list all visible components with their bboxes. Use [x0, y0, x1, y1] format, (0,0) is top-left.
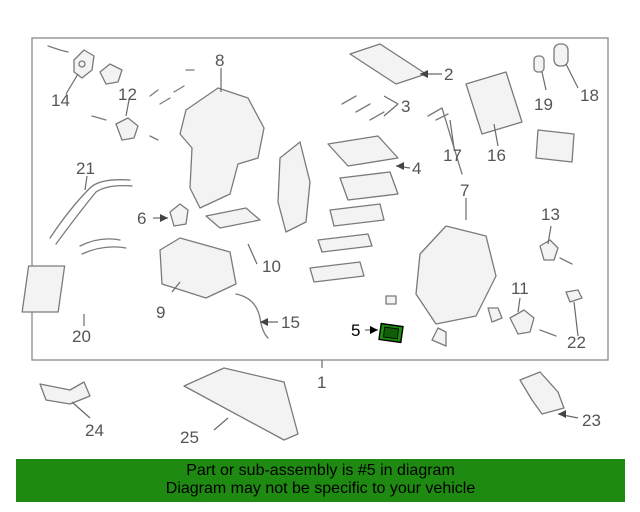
seal-panel	[277, 141, 311, 233]
part-9[interactable]	[159, 237, 237, 299]
clip-group	[149, 69, 195, 141]
callout-22: 22	[567, 333, 586, 352]
part-2[interactable]	[349, 43, 427, 85]
callout-19: 19	[534, 95, 553, 114]
part-15[interactable]	[235, 293, 269, 339]
part-19[interactable]	[533, 55, 545, 73]
part-16[interactable]	[465, 71, 523, 135]
small-clip-c	[487, 307, 503, 323]
banner-line-2: Diagram may not be specific to your vehi…	[165, 480, 476, 497]
part-12[interactable]	[91, 115, 139, 141]
damper-set	[309, 171, 399, 283]
part-3[interactable]	[341, 95, 385, 121]
seal-plate	[535, 129, 575, 163]
callout-3: 3	[401, 97, 410, 116]
leader-arrowheads	[160, 70, 566, 418]
part-21[interactable]	[49, 179, 133, 245]
assembly-box	[31, 37, 609, 361]
part-8[interactable]	[179, 87, 265, 209]
callout-labels: 1 2 3 4 5 6 7 8 9 10 11 12 13 14 15 16 1…	[51, 51, 601, 447]
callout-12: 12	[118, 85, 137, 104]
bolt-13	[559, 257, 573, 265]
callout-18: 18	[580, 86, 599, 105]
part-22[interactable]	[565, 289, 583, 303]
small-clip-a	[385, 295, 397, 305]
part-6[interactable]	[169, 203, 189, 227]
callout-21: 21	[76, 159, 95, 178]
part-4[interactable]	[327, 135, 399, 167]
callout-14: 14	[51, 91, 70, 110]
part-13[interactable]	[539, 239, 559, 261]
callout-25: 25	[180, 428, 199, 447]
part-20[interactable]	[21, 238, 127, 313]
callout-6: 6	[137, 209, 146, 228]
callout-4: 4	[412, 159, 421, 178]
callout-20: 20	[72, 327, 91, 346]
part-14[interactable]	[47, 45, 95, 79]
callout-23: 23	[582, 411, 601, 430]
small-clip-b	[431, 327, 447, 347]
part-14b	[99, 63, 123, 85]
callout-7: 7	[460, 181, 469, 200]
callout-2: 2	[444, 65, 453, 84]
banner-line-1: Part or sub-assembly is #5 in diagram	[186, 462, 455, 479]
callout-24: 24	[85, 421, 104, 440]
part-23[interactable]	[519, 371, 565, 415]
callout-11: 11	[511, 279, 529, 298]
part-25[interactable]	[183, 367, 299, 441]
part-7[interactable]	[415, 225, 497, 325]
parts-diagram: 1 2 3 4 5 6 7 8 9 10 11 12 13 14 15 16 1…	[21, 37, 609, 447]
callout-16: 16	[487, 146, 506, 165]
callout-17: 17	[443, 146, 462, 165]
part-18[interactable]	[553, 43, 569, 67]
fitment-banner: Part or sub-assembly is #5 in diagram Di…	[16, 459, 625, 502]
callout-8: 8	[215, 51, 224, 70]
bolt-11	[539, 329, 557, 337]
callout-5: 5	[351, 321, 360, 340]
callout-15: 15	[281, 313, 300, 332]
callout-9: 9	[156, 303, 165, 322]
part-5-highlight[interactable]	[378, 322, 404, 344]
part-10[interactable]	[205, 207, 261, 229]
callout-10: 10	[262, 257, 281, 276]
part-5-arrowhead	[370, 326, 378, 334]
part-11[interactable]	[509, 309, 535, 335]
callout-13: 13	[541, 205, 560, 224]
part-24[interactable]	[39, 381, 91, 405]
callout-1: 1	[317, 373, 326, 392]
part-17[interactable]	[427, 107, 463, 175]
